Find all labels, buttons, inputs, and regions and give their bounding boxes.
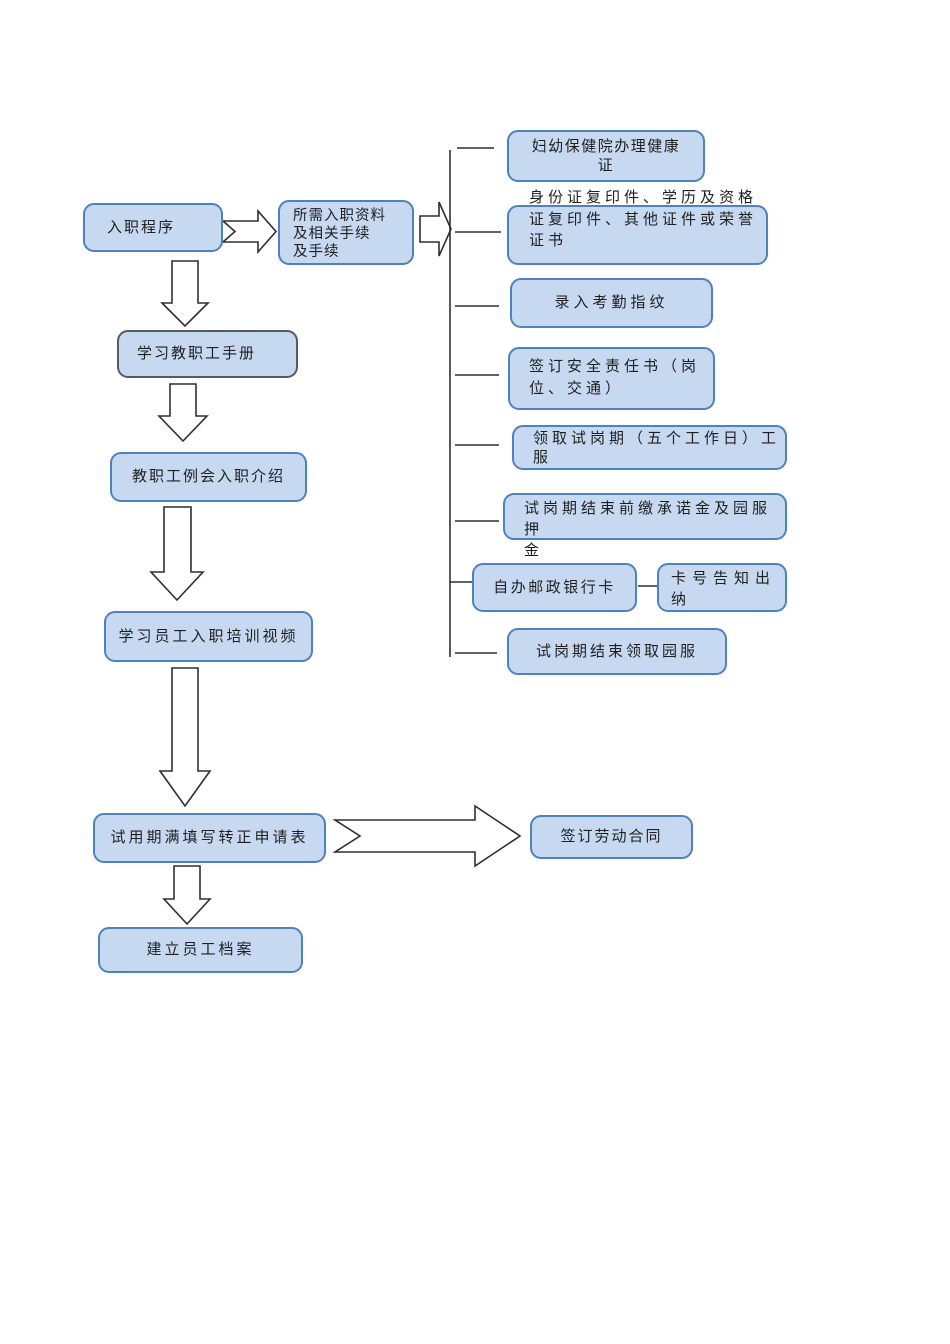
node-staff-meeting-intro: 教职工例会入职介绍 <box>110 452 307 502</box>
node-employee-file-label: 建立员工档案 <box>146 942 255 958</box>
node-deposit-payment: 试岗期结束前缴承诺金及园服押 金 <box>503 493 787 559</box>
node-labor-contract: 签订劳动合同 <box>530 815 693 859</box>
node-transfer-application-label: 试用期满填写转正申请表 <box>110 830 309 846</box>
node-postal-bank-card: 自办邮政银行卡 <box>472 563 637 612</box>
node-staff-handbook: 学习教职工手册 <box>117 330 298 378</box>
down-arrow-5 <box>162 865 212 926</box>
down-arrow-2 <box>157 383 209 443</box>
notched-right-arrow <box>220 208 278 255</box>
node-id-copies-label: 身份证复印件、学历及资格 证复印件、其他证件或荣誉 证书 <box>529 190 758 249</box>
node-training-video-label: 学习员工入职培训视频 <box>118 628 299 645</box>
node-postal-bank-card-label: 自办邮政银行卡 <box>493 579 616 596</box>
node-required-materials-label: 所需入职资料 及相关手续 及手续 <box>293 208 386 260</box>
node-onboarding-procedure-label: 入职程序 <box>107 219 176 236</box>
node-deposit-payment-label: 试岗期结束前缴承诺金及园服押 金 <box>524 501 772 559</box>
down-arrow-3 <box>149 506 205 602</box>
node-transfer-application: 试用期满填写转正申请表 <box>93 813 326 863</box>
node-trial-uniform-label: 领取试岗期（五个工作日）工 服 <box>533 431 781 466</box>
node-trial-uniform: 领取试岗期（五个工作日）工 服 <box>512 425 787 470</box>
node-id-copies: 身份证复印件、学历及资格 证复印件、其他证件或荣誉 证书 <box>507 190 768 265</box>
node-final-uniform-label: 试岗期结束领取园服 <box>535 643 698 660</box>
node-card-number-notify: 卡号告知出 纳 <box>657 563 787 612</box>
notched-right-arrow-large <box>332 804 522 868</box>
node-training-video: 学习员工入职培训视频 <box>104 611 313 662</box>
node-employee-file: 建立员工档案 <box>98 927 303 973</box>
node-safety-agreement: 签订安全责任书（岗 位、交通） <box>508 347 715 410</box>
node-labor-contract-label: 签订劳动合同 <box>560 829 663 845</box>
down-arrow-1 <box>160 260 210 328</box>
right-arrow <box>419 201 452 257</box>
down-arrow-4 <box>158 667 212 808</box>
node-card-number-notify-label: 卡号告知出 纳 <box>671 571 777 608</box>
node-onboarding-procedure: 入职程序 <box>83 203 223 252</box>
node-required-materials: 所需入职资料 及相关手续 及手续 <box>278 200 414 265</box>
node-attendance-fingerprint: 录入考勤指纹 <box>510 278 713 328</box>
node-staff-meeting-intro-label: 教职工例会入职介绍 <box>131 469 285 485</box>
node-health-certificate-label: 妇幼保健院办理健康 证 <box>531 139 681 174</box>
node-staff-handbook-label: 学习教职工手册 <box>137 346 257 362</box>
node-final-uniform: 试岗期结束领取园服 <box>507 628 727 675</box>
node-health-certificate: 妇幼保健院办理健康 证 <box>507 130 705 182</box>
node-safety-agreement-label: 签订安全责任书（岗 位、交通） <box>529 359 701 397</box>
node-attendance-fingerprint-label: 录入考勤指纹 <box>554 295 669 311</box>
